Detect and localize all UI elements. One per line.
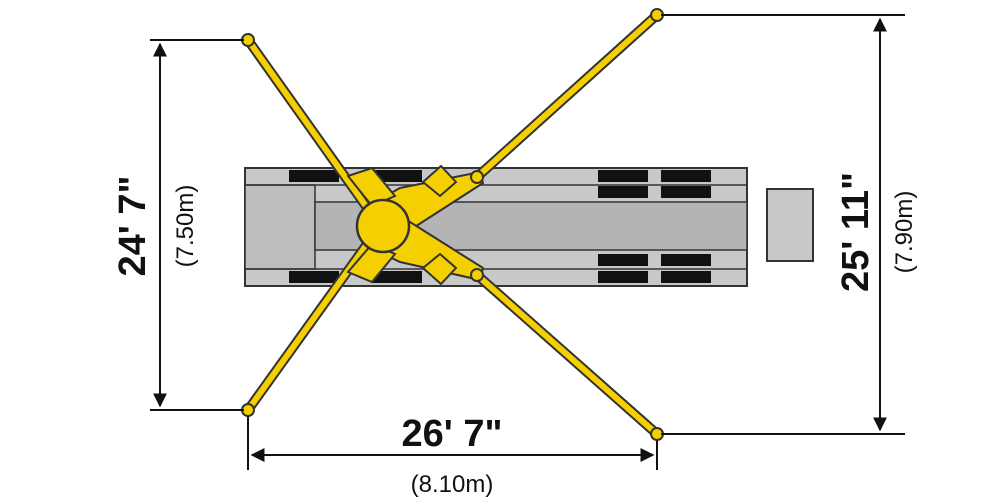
track-pad (598, 254, 648, 266)
bottom-dimension-imperial: 26' 7" (401, 413, 502, 455)
track-pad (289, 271, 339, 283)
pivot-joint (470, 170, 484, 184)
right-dimension-metric: (7.90m) (891, 191, 918, 274)
center-turret (355, 198, 411, 254)
upper-left-mount (346, 166, 397, 208)
chassis-end-plate (244, 184, 316, 270)
outrigger-legs (243, 10, 662, 439)
lower-left-mount (346, 242, 397, 284)
left-dimension-metric: (7.50m) (172, 185, 199, 268)
upper-right-mount (421, 164, 458, 198)
right-dimension-imperial: 25' 11" (835, 172, 877, 292)
track-pad (598, 186, 648, 198)
lower-right-mount (421, 252, 458, 286)
track-pad (661, 186, 711, 198)
track-pads (289, 170, 711, 283)
left-dimension-imperial: 24' 7" (112, 175, 154, 276)
track-pad (661, 271, 711, 283)
outrigger-leg-rear-left (245, 223, 383, 413)
track-pad (289, 170, 339, 182)
outrigger-leg-rear-right (474, 272, 660, 437)
counterweight-block (766, 188, 814, 262)
left-dimension: 24' 7" (7.50m) (112, 39, 244, 411)
track-pad (372, 170, 422, 182)
chassis (244, 167, 748, 287)
outrigger-leg-front-right (474, 12, 660, 180)
pivot-joint (470, 268, 484, 282)
track-pad (598, 271, 648, 283)
right-dimension: 25' 11" (7.90m) (661, 14, 918, 435)
bottom-dimension: 26' 7" (8.10m) (247, 413, 658, 498)
track-pad (661, 254, 711, 266)
track-pad (372, 271, 422, 283)
track-pad (598, 170, 648, 182)
track-pad (661, 170, 711, 182)
bottom-dimension-metric: (8.10m) (411, 471, 494, 498)
outrigger-leg-front-left (245, 37, 383, 229)
